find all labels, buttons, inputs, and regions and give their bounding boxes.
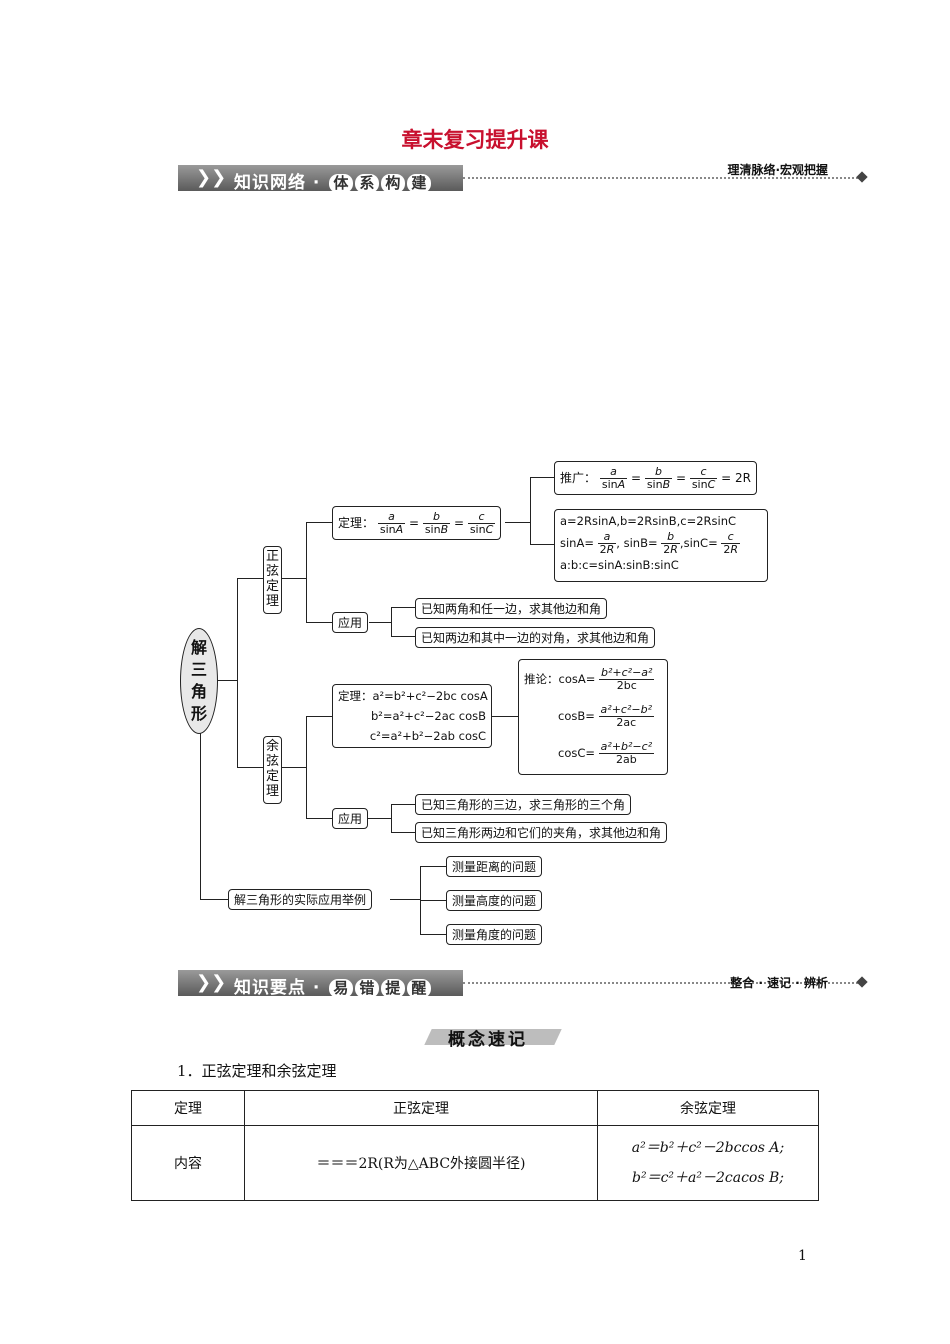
cosine-theorem-node: 余弦定理 xyxy=(263,736,282,804)
chevron-icon: ❯❯ xyxy=(196,972,227,993)
practice-height: 测量高度的问题 xyxy=(446,890,543,911)
table-header-cell: 正弦定理 xyxy=(244,1090,598,1126)
banner-main-text: 知识网络 xyxy=(234,173,306,193)
cosine-apply-2: 已知三角形两边和它们的夹角，求其他边和角 xyxy=(415,822,668,843)
banner-right-text: 整合 · 速记 · 辨析 xyxy=(730,976,828,990)
page-number: 1 xyxy=(798,1248,807,1264)
section-heading: 1．正弦定理和余弦定理 xyxy=(177,1062,337,1080)
banner-main-text: 知识要点 xyxy=(234,978,306,998)
section-banner-key-points: ❯❯ 知识要点 · 易错提醒 整合 · 速记 · 辨析 xyxy=(178,970,868,998)
table-cell: ＝＝＝2R(R为△ABC外接圆半径) xyxy=(244,1125,598,1201)
practice-node: 解三角形的实际应用举例 xyxy=(228,889,373,910)
banner-right-text: 理清脉络·宏观把握 xyxy=(727,163,828,177)
cosine-apply-node: 应用 xyxy=(332,808,369,829)
page-title: 章末复习提升课 xyxy=(401,128,549,152)
subheading: 概念速记 xyxy=(424,1025,562,1050)
table-header-cell: 余弦定理 xyxy=(597,1090,819,1126)
cosine-apply-1: 已知三角形的三边，求三角形的三个角 xyxy=(415,794,632,815)
practice-angle: 测量角度的问题 xyxy=(446,924,543,945)
cosine-theorem-formula: 定理：a²=b²+c²−2bc cosA b²=a²+c²−2ac cosB c… xyxy=(332,684,492,748)
table-header-cell: 定理 xyxy=(131,1090,245,1126)
sine-apply-node: 应用 xyxy=(332,612,369,633)
table-cell: 内容 xyxy=(131,1125,245,1201)
dotted-rule xyxy=(463,982,858,984)
diamond-icon xyxy=(856,976,868,988)
dotted-rule xyxy=(463,177,858,179)
practice-distance: 测量距离的问题 xyxy=(446,856,543,877)
sine-apply-2: 已知两边和其中一边的对角，求其他边和角 xyxy=(415,627,656,648)
sine-theorem-node: 正弦定理 xyxy=(263,546,282,614)
sine-apply-1: 已知两角和任一边，求其他边和角 xyxy=(415,598,608,619)
root-node: 解三角形 xyxy=(180,628,218,734)
table-cell: a²＝b²＋c²－2bccos A; b²＝c²＋a²－2cacos B; xyxy=(597,1125,819,1201)
theorem-table: 定理 正弦定理 余弦定理 内容 ＝＝＝2R(R为△ABC外接圆半径) a²＝b²… xyxy=(131,1090,819,1201)
section-banner-knowledge-network: ❯❯ 知识网络 · 体系构建 理清脉络·宏观把握 xyxy=(178,163,868,193)
chevron-icon: ❯❯ xyxy=(196,167,227,188)
